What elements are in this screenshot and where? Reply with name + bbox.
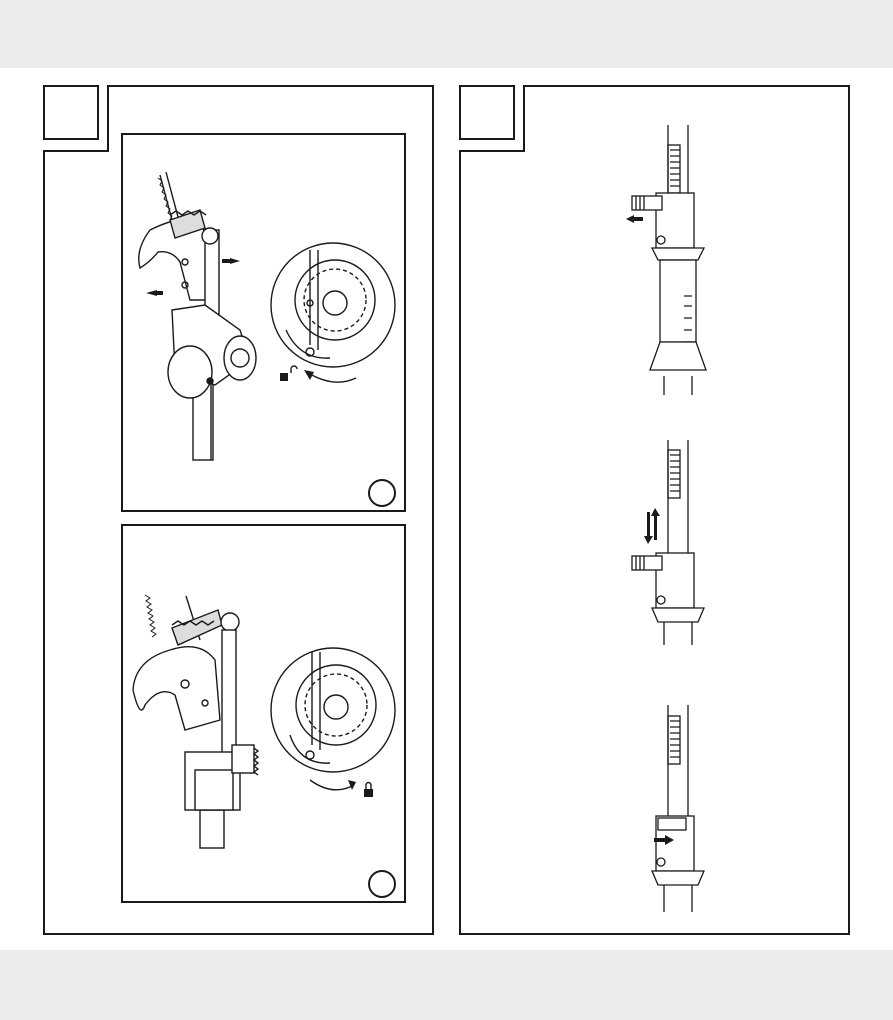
- pole-step-slide: [632, 440, 704, 645]
- pole-step-push-lever: [652, 705, 704, 912]
- pole-step-pull-lever: [632, 125, 706, 395]
- arrow-icon: [626, 215, 634, 223]
